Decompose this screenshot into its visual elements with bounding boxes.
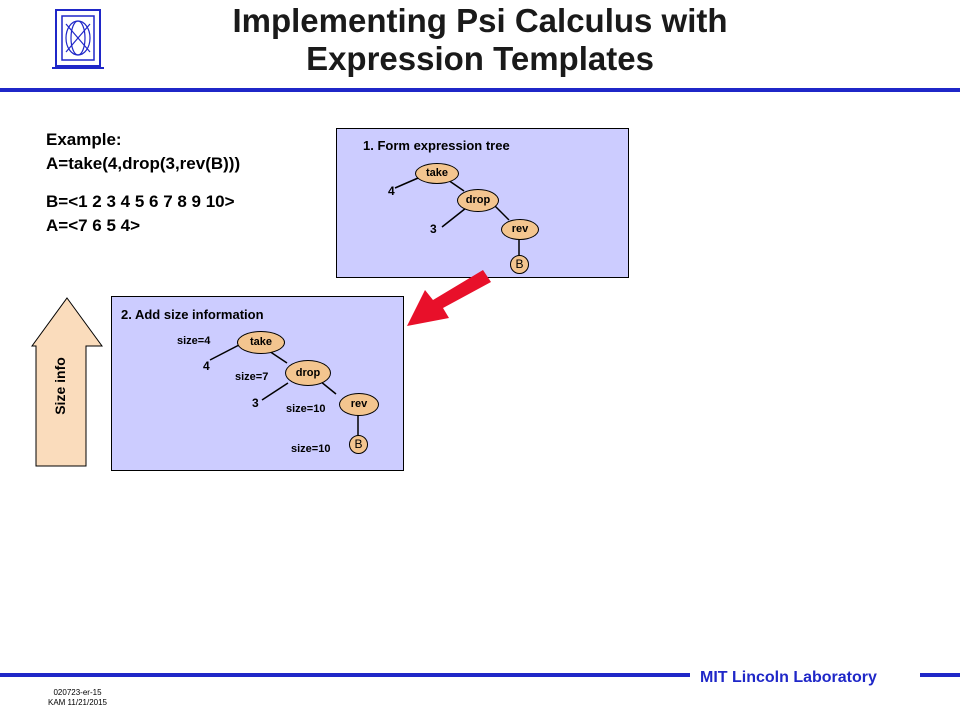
size-info-panel: 2. Add size information size=4 size=7 si…	[111, 296, 404, 471]
take-node-sized: take	[237, 331, 285, 354]
expression-tree-panel: 1. Form expression tree 4 3 take drop re…	[336, 128, 629, 278]
drop-arg-sized: 3	[252, 396, 259, 410]
lab-name: MIT Lincoln Laboratory	[700, 669, 877, 686]
take-arg: 4	[388, 184, 395, 198]
example-block: Example: A=take(4,drop(3,rev(B))) B=<1 2…	[46, 128, 240, 238]
title-line-2: Expression Templates	[306, 40, 654, 77]
title-line-1: Implementing Psi Calculus with	[232, 2, 728, 39]
size-label-take: size=4	[177, 335, 211, 347]
a-value: A=<7 6 5 4>	[46, 216, 141, 235]
example-expression: A=take(4,drop(3,rev(B)))	[46, 154, 241, 173]
title-divider	[0, 88, 960, 92]
panel2-title: 2. Add size information	[121, 307, 264, 322]
author-date: KAM 11/21/2015	[48, 698, 108, 707]
rev-node: rev	[501, 219, 539, 240]
up-arrow-icon	[31, 297, 103, 467]
slide-number: 020723-er-15	[53, 688, 102, 697]
panel1-title: 1. Form expression tree	[363, 138, 510, 153]
footer-divider-left	[0, 673, 690, 677]
slide-id: 020723-er-15 KAM 11/21/2015	[48, 688, 107, 708]
take-arg-sized: 4	[203, 359, 210, 373]
size-info-label: Size info	[52, 357, 68, 415]
size-label-rev: size=10	[286, 403, 326, 415]
rev-node-sized: rev	[339, 393, 379, 416]
size-label-b: size=10	[291, 443, 331, 455]
drop-arg: 3	[430, 222, 437, 236]
red-arrow-icon	[407, 270, 491, 326]
footer-divider-right	[920, 673, 960, 677]
mit-ll-logo-icon	[52, 9, 104, 69]
tree-edges-sized	[209, 344, 359, 435]
size-label-drop: size=7	[235, 371, 269, 383]
example-heading: Example:	[46, 130, 122, 149]
b-value: B=<1 2 3 4 5 6 7 8 9 10>	[46, 192, 235, 211]
b-node: B	[510, 255, 529, 274]
b-node-sized: B	[349, 435, 368, 454]
slide-title: Implementing Psi Calculus with Expressio…	[150, 2, 810, 78]
take-node: take	[415, 163, 459, 184]
drop-node: drop	[457, 189, 499, 212]
drop-node-sized: drop	[285, 360, 331, 386]
